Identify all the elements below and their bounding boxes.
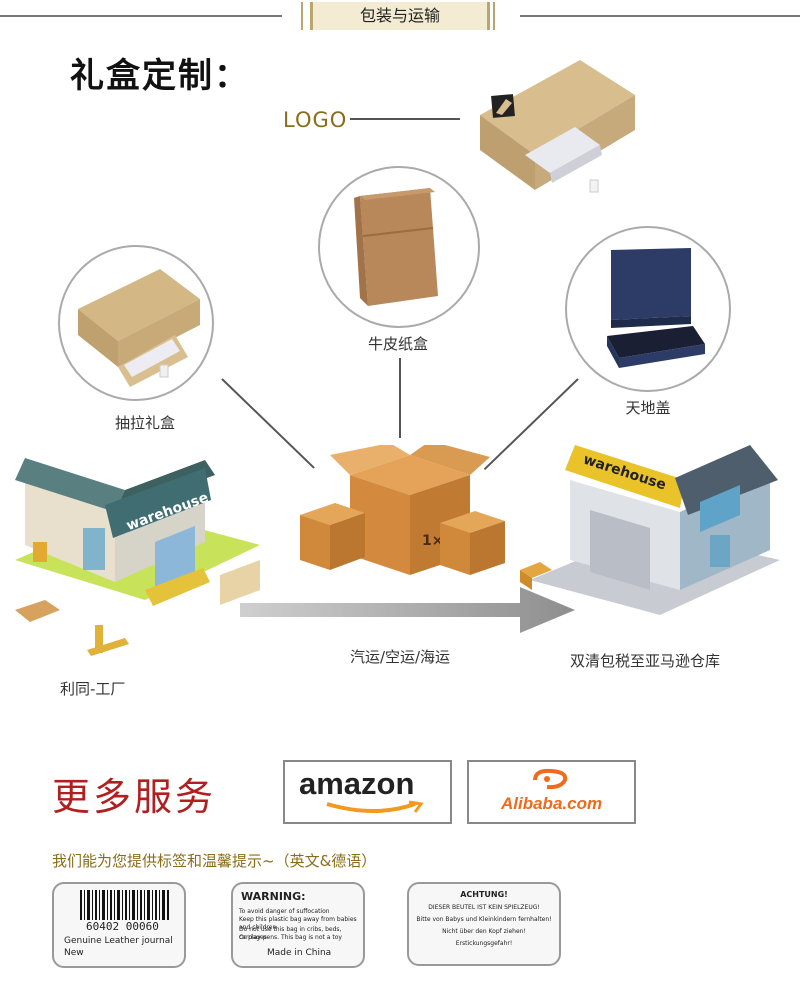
alibaba-emblem-icon <box>533 768 568 790</box>
achtung-line-4: Erstickungsgefahr! <box>455 940 513 947</box>
logo-pointer-line <box>350 118 460 120</box>
lid-box-image <box>607 248 705 368</box>
gift-section-title: 礼盒定制： <box>70 56 250 96</box>
kraft-box-image <box>354 188 438 306</box>
factory-label: 利同-工厂 <box>60 680 126 698</box>
logo-label: LOGO <box>283 108 348 132</box>
shipping-arrow-icon <box>240 587 575 633</box>
amazon-smile-icon <box>326 800 424 813</box>
warning-line-2: Keep this plastic bag away from babies a… <box>239 916 357 931</box>
amazon-logo: amazon <box>299 766 415 801</box>
kraft-box-caption: 牛皮纸盒 <box>367 335 428 353</box>
drawer-box-image <box>78 269 200 387</box>
header-divider-left <box>0 15 282 17</box>
drawer-box-caption: 抽拉礼盒 <box>114 414 175 432</box>
achtung-line-1: DIESER BEUTEL IST KEIN SPIELZEUG! <box>428 904 540 911</box>
warning-footer: Made in China <box>267 948 332 958</box>
achtung-label-card: ACHTUNG! DIESER BEUTEL IST KEIN SPIELZEU… <box>407 882 561 966</box>
barcode-number: 60402 00060 <box>86 920 159 933</box>
barcode-label-card: 60402 00060 Genuine Leather journal New <box>52 882 186 968</box>
drawer-box-circle <box>58 245 214 401</box>
alibaba-logo: Alibaba.com <box>501 794 603 813</box>
achtung-line-3: Nicht über den Kopf ziehen! <box>442 928 526 935</box>
warning-line-1: To avoid danger of suffocation <box>239 908 330 915</box>
header-divider-right <box>520 15 800 17</box>
warning-line-3: Do not use this bag in cribs, beds, carr… <box>239 926 342 941</box>
achtung-title: ACHTUNG! <box>460 890 508 899</box>
barcode-line1: Genuine Leather journal <box>64 936 173 946</box>
warning-title: WARNING: <box>241 890 306 903</box>
label-service-note: 我们能为您提供标签和温馨提示~（英文&德语） <box>52 852 377 870</box>
lid-box-caption: 天地盖 <box>625 399 671 417</box>
logo-drawer-box-image <box>480 60 635 193</box>
shipping-method-label: 汽运/空运/海运 <box>349 648 451 666</box>
services-title: 更多服务 <box>52 775 217 819</box>
barcode-icon <box>80 890 169 920</box>
warning-label-card: WARNING: To avoid danger of suffocation … <box>231 882 365 968</box>
lid-box-circle <box>565 226 731 392</box>
achtung-line-2: Bitte von Babys und Kleinkindern fernhal… <box>416 916 552 923</box>
header-title: 包装与运输 <box>301 2 495 30</box>
amazon-warehouse-image: warehouse <box>520 445 780 615</box>
amazon-logo-frame: amazon <box>283 760 452 824</box>
connector-kraft <box>399 358 401 438</box>
barcode-line2: New <box>64 948 84 958</box>
kraft-box-circle <box>318 166 480 328</box>
warning-line-4: Or play pens. This bag is not a toy <box>239 934 342 941</box>
cardboard-boxes-image: 1×0 <box>300 445 505 575</box>
alibaba-logo-frame: Alibaba.com <box>467 760 636 824</box>
destination-label: 双清包税至亚马逊仓库 <box>570 652 721 670</box>
factory-warehouse-image: warehouse <box>15 458 260 656</box>
